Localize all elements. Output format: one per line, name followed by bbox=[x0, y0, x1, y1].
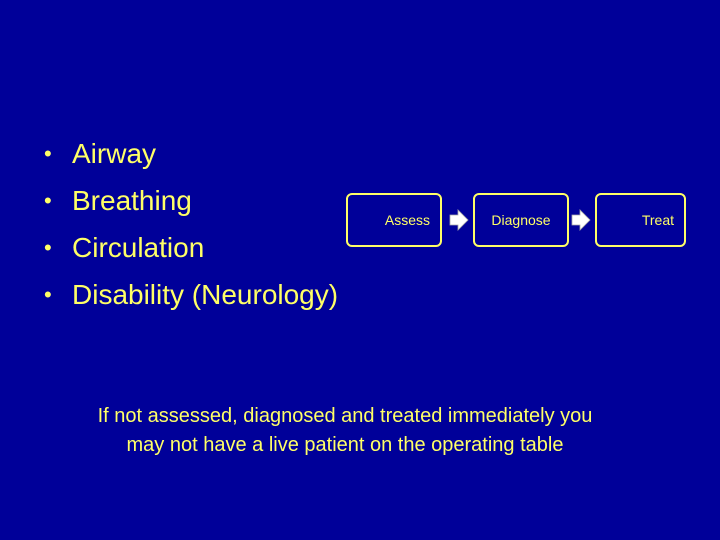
footnote: If not assessed, diagnosed and treated i… bbox=[30, 402, 660, 460]
bullet-text: Airway bbox=[72, 138, 157, 169]
right-arrow-icon bbox=[449, 209, 469, 231]
flow-step-treat: Treat bbox=[595, 193, 686, 247]
bullet-marker: • bbox=[44, 188, 52, 213]
flow-step-assess: Assess bbox=[346, 193, 442, 247]
bullet-text: Breathing bbox=[72, 185, 192, 216]
bullet-text: Circulation bbox=[72, 232, 205, 263]
bullet-marker: • bbox=[44, 235, 52, 260]
bullet-text: Disability (Neurology) bbox=[72, 279, 339, 310]
bullet-marker: • bbox=[44, 141, 52, 166]
right-arrow-icon bbox=[571, 209, 591, 231]
flow-step-diagnose: Diagnose bbox=[473, 193, 569, 247]
footnote-line-1: If not assessed, diagnosed and treated i… bbox=[97, 405, 593, 427]
footnote-line-2: may not have a live patient on the opera… bbox=[126, 434, 564, 456]
bullet-marker: • bbox=[44, 282, 52, 307]
